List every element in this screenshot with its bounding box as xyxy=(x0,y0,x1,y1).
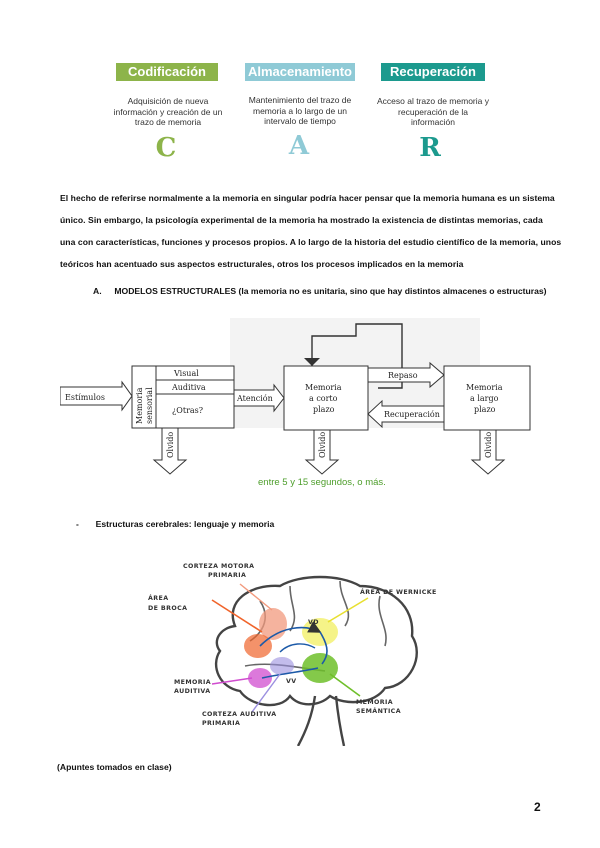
short-term-label: plazo xyxy=(313,405,335,414)
long-term-label: a largo xyxy=(470,394,499,403)
pathway xyxy=(280,644,315,652)
leader-auditory-memory xyxy=(212,678,252,684)
gyrus xyxy=(379,596,386,646)
retrieval-label: Recuperación xyxy=(384,410,440,419)
class-notes-caption: (Apuntes tomados en clase) xyxy=(57,762,172,772)
stage-header-recuperacion: Recuperación xyxy=(381,63,485,81)
sensory-memory-label: sensorial xyxy=(145,387,154,424)
leader-semantic xyxy=(330,674,360,696)
intro-paragraph: El hecho de referirse normalmente a la m… xyxy=(60,187,550,275)
sensory-visual: Visual xyxy=(173,369,199,378)
brain-stem xyxy=(336,696,344,746)
paragraph-line: El hecho de referirse normalmente a la m… xyxy=(60,187,550,209)
stage-header-codificacion: Codificación xyxy=(116,63,218,81)
broca-label: DE BROCA xyxy=(148,605,187,612)
desc-line: intervalo de tiempo xyxy=(242,116,358,127)
gyrus xyxy=(290,586,294,631)
short-term-label: Memoria xyxy=(305,383,342,392)
auditory-cortex-label: PRIMARIA xyxy=(202,720,240,727)
semantic-memory-label: MEMORIA xyxy=(356,699,393,706)
page-number: 2 xyxy=(534,800,541,814)
section-marker: A. xyxy=(93,286,102,296)
forgetting-label: Olvido xyxy=(166,432,175,458)
stage-letter-c: C xyxy=(150,133,182,163)
section-a-heading: A. MODELOS ESTRUCTURALES (la memoria no … xyxy=(93,286,547,296)
desc-line: Mantenimiento del trazo de xyxy=(242,95,358,106)
bullet-text: Estructuras cerebrales: lenguaje y memor… xyxy=(96,519,275,529)
desc-line: recuperación de la xyxy=(375,107,491,118)
desc-line: información xyxy=(375,117,491,128)
auditory-cortex-label: CORTEZA AUDITIVA xyxy=(202,711,277,718)
desc-line: memoria a lo largo de un xyxy=(242,106,358,117)
semantic-memory-region xyxy=(302,653,338,683)
rehearsal-label: Repaso xyxy=(388,371,418,380)
forgetting-arrow-short: Olvido xyxy=(306,430,338,474)
sensory-memory-box: Memoria sensorial Visual Auditiva ¿Otras… xyxy=(132,366,234,428)
auditory-memory-label: MEMORIA xyxy=(174,679,211,686)
motor-cortex-label: CORTEZA MOTORA xyxy=(183,563,254,570)
section-text: MODELOS ESTRUCTURALES (la memoria no es … xyxy=(114,286,546,296)
long-term-label: plazo xyxy=(474,405,496,414)
stimulus-arrow: Estímulos xyxy=(60,382,132,410)
duration-note: entre 5 y 15 segundos, o más. xyxy=(258,477,386,488)
paragraph-line: único. Sin embargo, la psicología experi… xyxy=(60,209,550,231)
leader-broca xyxy=(212,600,262,632)
short-term-memory-box: Memoria a corto plazo xyxy=(284,366,368,430)
desc-line: Acceso al trazo de memoria y xyxy=(375,96,491,107)
motor-cortex-label: PRIMARIA xyxy=(208,572,246,579)
sensory-auditiva: Auditiva xyxy=(171,383,206,392)
broca-label: ÁREA xyxy=(148,593,169,602)
auditory-memory-label: AUDITIVA xyxy=(174,688,211,695)
stage-desc-codificacion: Adquisición de nueva información y creac… xyxy=(112,96,224,128)
broca-region xyxy=(244,634,272,658)
memory-model-diagram: Estímulos Memoria sensorial Visual Audit… xyxy=(60,318,540,478)
sensory-otras: ¿Otras? xyxy=(172,406,203,415)
short-term-label: a corto xyxy=(309,394,338,403)
gyrus xyxy=(340,581,348,626)
stage-letter-r: R xyxy=(414,133,446,163)
wernicke-label: ÁREA DE WERNICKE xyxy=(360,587,437,596)
attention-label: Atención xyxy=(236,394,273,403)
stage-letter-a: A xyxy=(283,131,315,161)
stage-desc-recuperacion: Acceso al trazo de memoria y recuperació… xyxy=(375,96,491,128)
forgetting-arrow-sensory: Olvido xyxy=(154,428,186,474)
paragraph-line: teóricos han acentuado sus aspectos estr… xyxy=(60,253,550,275)
forgetting-label: Olvido xyxy=(318,432,327,458)
vd-label: VD xyxy=(308,619,319,626)
long-term-label: Memoria xyxy=(466,383,503,392)
vv-label: VV xyxy=(286,678,297,685)
desc-line: trazo de memoria xyxy=(112,117,224,128)
brain-structures-bullet: - Estructuras cerebrales: lenguaje y mem… xyxy=(76,519,274,529)
desc-line: Adquisición de nueva xyxy=(112,96,224,107)
semantic-memory-label: SEMÁNTICA xyxy=(356,706,401,715)
sensory-memory-label: Memoria xyxy=(135,387,144,424)
long-term-memory-box: Memoria a largo plazo xyxy=(444,366,530,430)
stage-header-almacenamiento: Almacenamiento xyxy=(245,63,355,81)
stage-desc-almacenamiento: Mantenimiento del trazo de memoria a lo … xyxy=(242,95,358,127)
desc-line: información y creación de un xyxy=(112,107,224,118)
brain-diagram: VD VV CORTEZA MOTORA PRIMARIA ÁREA DE BR… xyxy=(140,556,450,746)
stimulus-label: Estímulos xyxy=(65,393,105,402)
forgetting-arrow-long: Olvido xyxy=(472,430,504,474)
bullet-marker: - xyxy=(76,519,79,529)
forgetting-label: Olvido xyxy=(484,432,493,458)
paragraph-line: una con características, funciones y pro… xyxy=(60,231,550,253)
